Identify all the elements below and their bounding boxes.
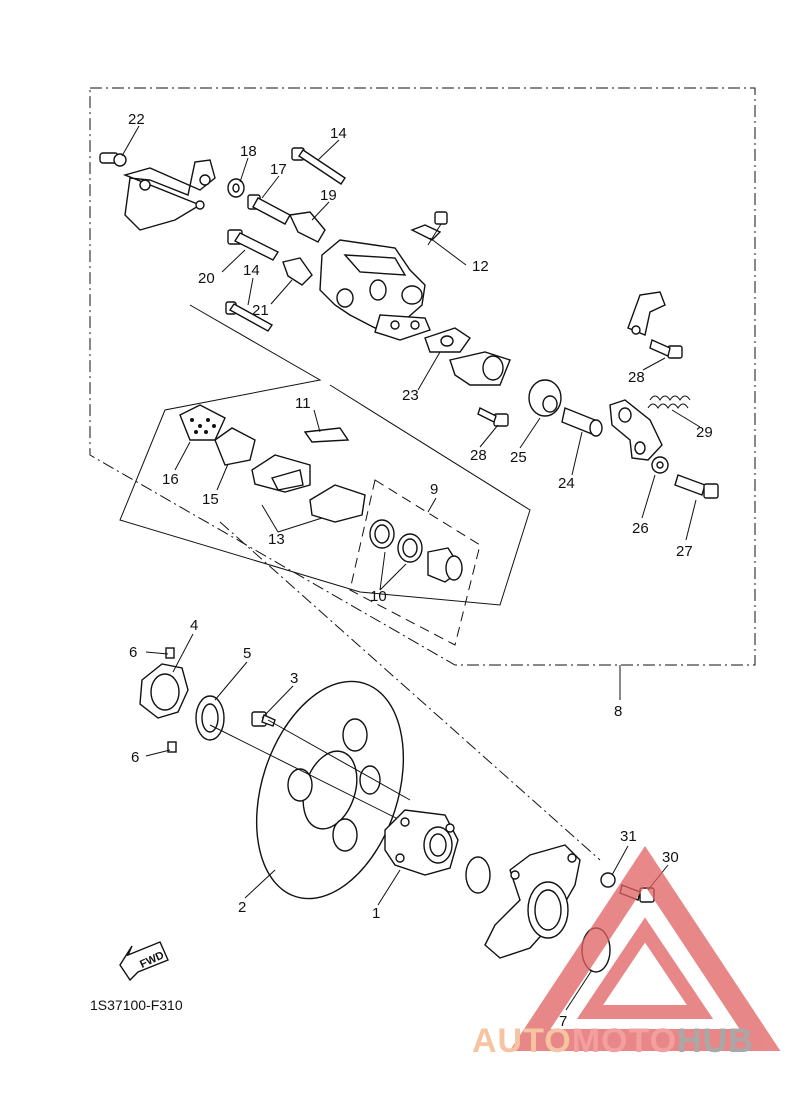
adapter-bracket — [449, 351, 511, 386]
callout: 24 — [558, 475, 575, 492]
caliper-body — [319, 239, 431, 341]
callout: 1 — [372, 905, 380, 922]
forward-direction-arrow: FWD — [119, 941, 169, 982]
callout: 22 — [128, 111, 145, 128]
callout: 18 — [240, 143, 257, 160]
pin-bolt-14-lower — [225, 301, 274, 332]
callout: 11 — [295, 395, 311, 412]
boot-21 — [282, 257, 313, 286]
boot-19 — [288, 211, 326, 243]
callout: 14 — [243, 262, 260, 279]
svg-text:AUTOMOTOHUB: AUTOMOTOHUB — [472, 1022, 754, 1060]
bolt-3 — [251, 711, 276, 727]
pin-bolt-14-upper — [291, 147, 346, 185]
wheel-hub-1 — [384, 809, 459, 876]
callout-labels: 22 18 17 14 19 12 20 14 21 23 28 29 11 2… — [128, 111, 713, 1030]
callout: 12 — [472, 258, 489, 275]
callout: 29 — [696, 424, 713, 441]
callout: 5 — [243, 645, 251, 662]
callout: 9 — [430, 481, 438, 498]
callout: 6 — [129, 644, 137, 661]
o-ring — [465, 856, 491, 894]
callout: 16 — [162, 471, 179, 488]
pad-shim-16 — [179, 404, 226, 441]
roller-25 — [528, 379, 562, 417]
washer-31 — [600, 872, 616, 888]
figure-code: 1S37100-F310 — [90, 997, 183, 1013]
callout: 20 — [198, 270, 215, 287]
callout: 8 — [614, 703, 622, 720]
bolt-28-lower — [477, 407, 509, 427]
watermark-logo: AUTOMOTOHUB — [472, 846, 781, 1060]
callout: 3 — [290, 670, 298, 687]
callout: 7 — [559, 1013, 567, 1030]
brake-disc-2 — [255, 680, 405, 900]
caliper-assembly-boundary — [89, 87, 756, 666]
piston-kit-9-boundary — [349, 479, 481, 646]
watermark-part-3: HUB — [677, 1022, 754, 1060]
callout: 30 — [662, 849, 679, 866]
watermark-part-2: MOTO — [572, 1022, 677, 1060]
lever-bracket — [609, 399, 663, 461]
assembly-centerline — [219, 521, 601, 861]
callout: 21 — [252, 302, 269, 319]
callout: 2 — [238, 899, 246, 916]
cable-stay — [627, 291, 666, 336]
caliper-mounting-bracket — [484, 844, 581, 959]
pin-24 — [561, 407, 603, 437]
watermark-triangle — [509, 846, 781, 1051]
callout: 31 — [620, 828, 637, 845]
callout: 26 — [632, 520, 649, 537]
hub-nut-4 — [139, 647, 189, 753]
callout: 10 — [370, 588, 387, 605]
callout: 25 — [510, 449, 527, 466]
callout: 13 — [268, 531, 285, 548]
bolt-22 — [99, 152, 127, 167]
callout: 28 — [628, 369, 645, 386]
watermark-part-1: AUTO — [472, 1022, 572, 1060]
spring-29 — [647, 395, 691, 409]
slide-pin-20 — [227, 229, 280, 261]
caliper-bracket — [122, 159, 216, 231]
callout: 28 — [470, 447, 487, 464]
bolt-28-upper — [649, 339, 683, 359]
pad-spring-11 — [303, 427, 350, 443]
brake-pads-13 — [251, 454, 366, 523]
callout: 6 — [131, 749, 139, 766]
slide-pin-17 — [247, 194, 291, 225]
callout: 17 — [270, 161, 287, 178]
callout: 19 — [320, 187, 337, 204]
callout: 4 — [190, 617, 198, 634]
piston — [427, 547, 463, 583]
callout: 15 — [202, 491, 219, 508]
callout: 27 — [676, 543, 693, 560]
bolt-27 — [674, 474, 719, 499]
bleed-screw-12 — [410, 211, 448, 246]
pad-shim-15 — [214, 427, 256, 466]
callout: 23 — [402, 387, 419, 404]
callout: 14 — [330, 125, 347, 142]
